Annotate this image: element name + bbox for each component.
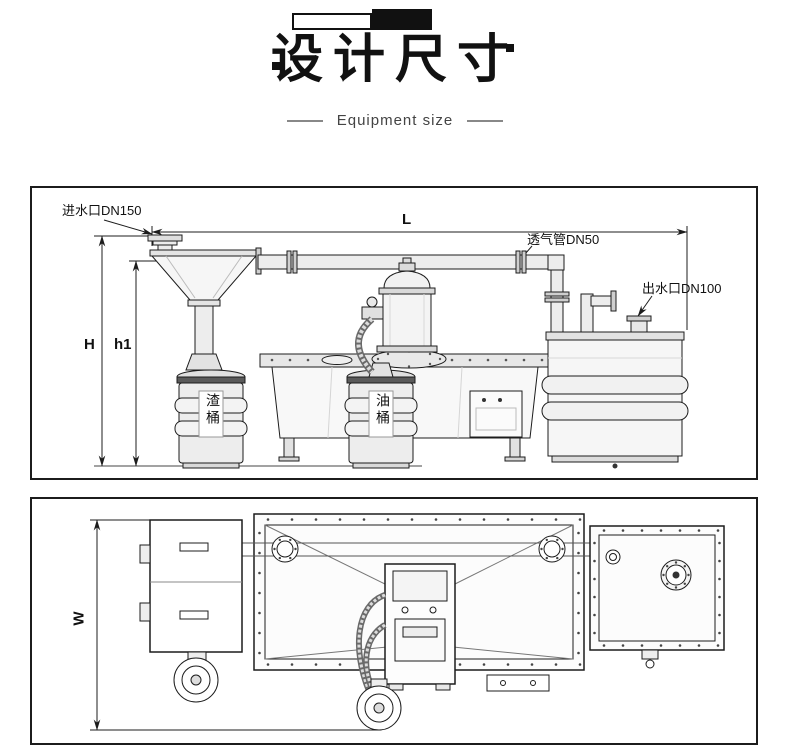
height1-dim-label: h1 bbox=[114, 336, 132, 353]
length-dim-label: L bbox=[402, 211, 412, 228]
slag-barrel bbox=[174, 369, 248, 469]
width-dim-label: W bbox=[70, 611, 88, 626]
base-plate-plan bbox=[486, 674, 550, 692]
page-subtitle: Equipment size bbox=[336, 112, 454, 129]
slag-bucket-label: 渣桶 bbox=[205, 393, 221, 427]
outlet-tank bbox=[541, 290, 689, 469]
subtitle-line-right bbox=[467, 119, 504, 122]
control-box bbox=[469, 390, 523, 438]
oil-barrel bbox=[344, 362, 418, 469]
plan-drawing bbox=[90, 513, 725, 731]
inlet-leader bbox=[103, 219, 153, 235]
pipe-flange-left bbox=[271, 535, 299, 563]
subtitle-line-left bbox=[286, 119, 323, 122]
title-decoration-bar bbox=[372, 9, 432, 30]
elevation-view-panel bbox=[30, 186, 758, 480]
plan-view-panel bbox=[30, 497, 758, 745]
outlet-tank-plan bbox=[589, 525, 725, 669]
height-dim-label: H bbox=[84, 336, 95, 353]
outlet-label: 出水口DN100 bbox=[642, 281, 722, 296]
dimension-H bbox=[94, 235, 150, 467]
dimension-h1 bbox=[129, 260, 156, 467]
outlet-leader bbox=[637, 295, 653, 317]
inlet-label: 进水口DN150 bbox=[62, 203, 142, 218]
page-subtitle-row: Equipment size bbox=[0, 112, 790, 129]
inlet-unit-plan bbox=[139, 519, 243, 663]
title-decoration-square-right bbox=[506, 44, 514, 52]
slag-barrel-plan bbox=[173, 657, 219, 703]
title-decoration-frame bbox=[292, 13, 372, 30]
strainer-cylinder bbox=[355, 257, 438, 375]
oil-barrel-plan bbox=[356, 678, 402, 731]
pump-unit-plan bbox=[384, 563, 456, 691]
page-title: 设计尺寸 bbox=[270, 31, 519, 89]
vent-label: 透气管DN50 bbox=[527, 232, 600, 247]
inlet-hopper-unit bbox=[147, 234, 262, 371]
dimension-W bbox=[90, 519, 380, 731]
elevation-drawing bbox=[94, 219, 689, 469]
title-decoration-square-left bbox=[272, 62, 280, 70]
plan-pipe bbox=[242, 542, 590, 557]
oil-bucket-label: 油桶 bbox=[375, 393, 391, 427]
pipe-flange-right bbox=[538, 535, 566, 563]
